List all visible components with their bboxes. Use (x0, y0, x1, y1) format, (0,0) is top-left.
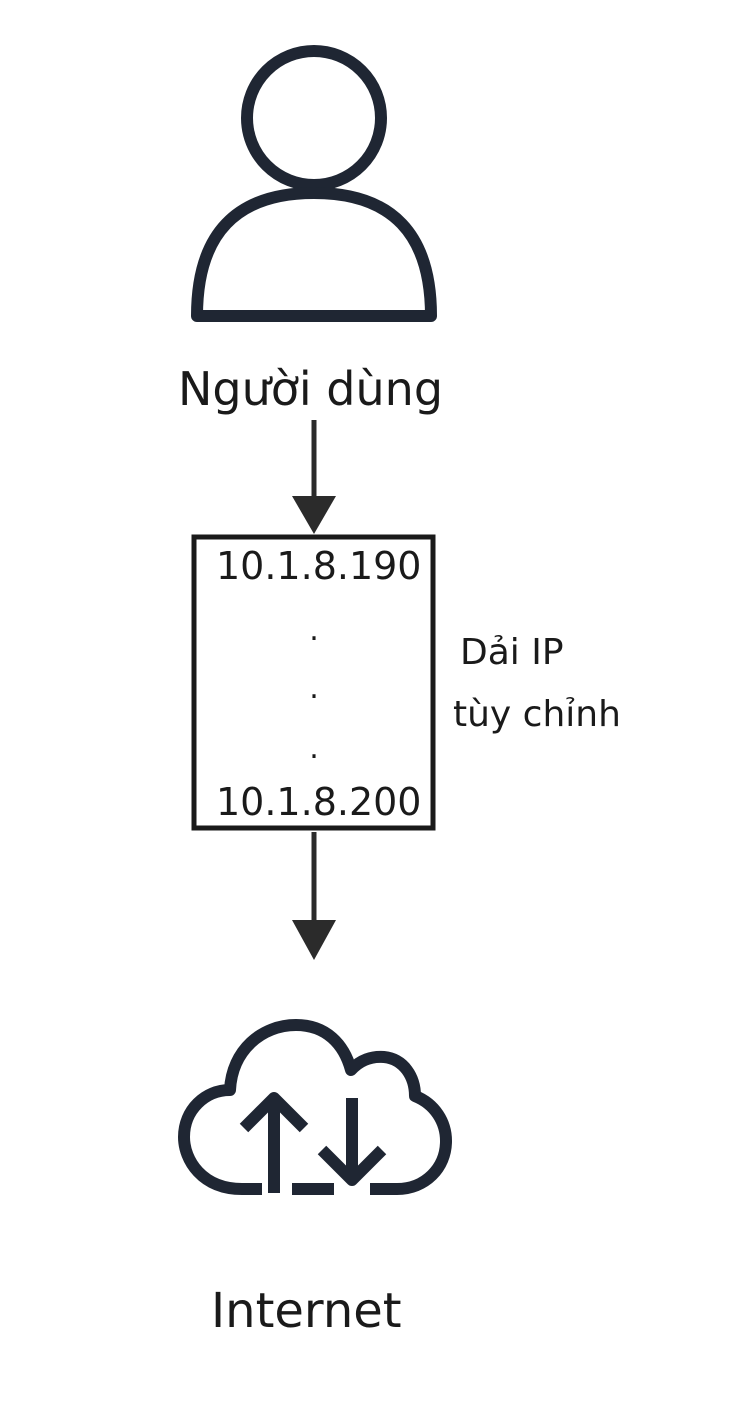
person-icon (191, 45, 437, 322)
arrow-ip-range-to-internet (292, 832, 336, 960)
ellipsis-dot: . (309, 731, 319, 766)
ellipsis-dot: . (309, 613, 319, 648)
ip-range-caption-line1: Dải IP (460, 632, 564, 673)
internet-label: Internet (211, 1283, 402, 1339)
ip-range-ellipsis: . . . (309, 613, 319, 766)
cloud-upload-download-icon (178, 1019, 452, 1195)
ip-range-box (191, 534, 436, 831)
ellipsis-dot: . (309, 671, 319, 706)
ip-range-first-ip: 10.1.8.190 (216, 544, 422, 588)
ip-range-caption-line2: tùy chỉnh (453, 694, 621, 735)
ip-range-last-ip: 10.1.8.200 (216, 780, 422, 824)
arrow-user-to-ip-range (292, 420, 336, 534)
user-label: Người dùng (178, 362, 444, 416)
